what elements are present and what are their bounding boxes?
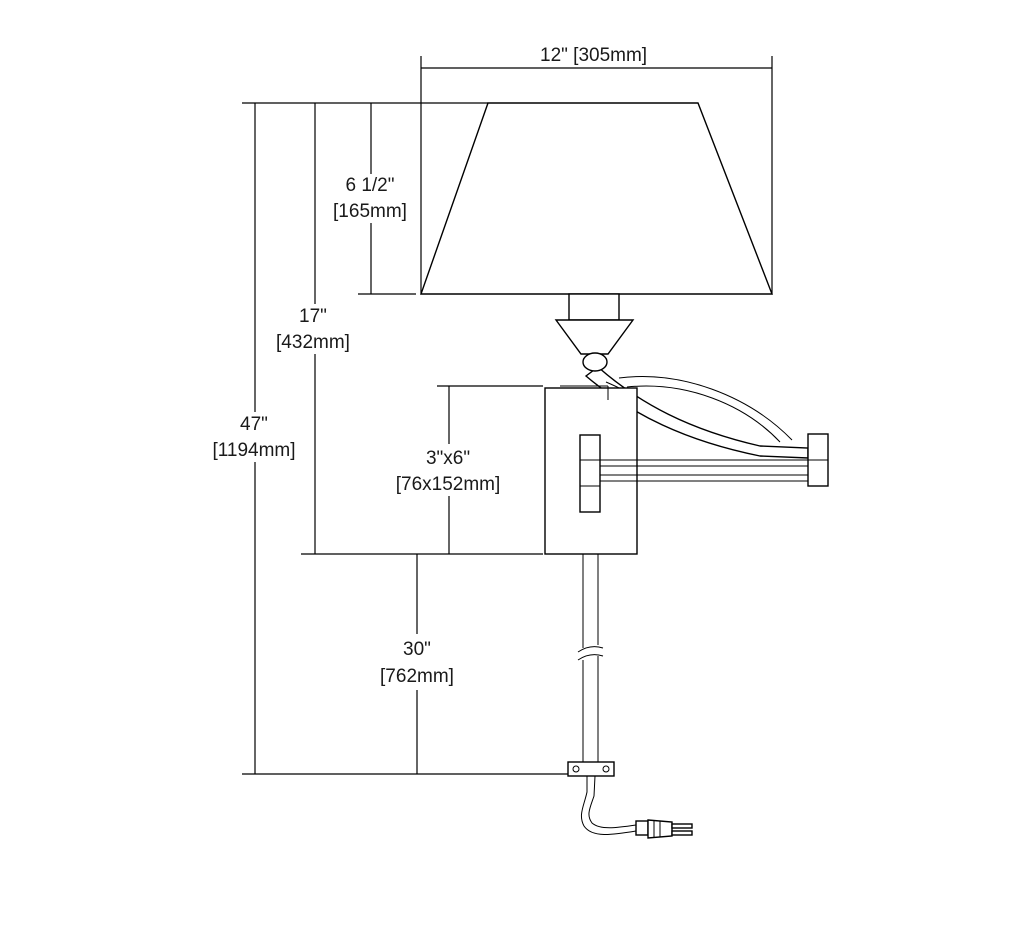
backplate-to-floor-imperial: 30" bbox=[403, 639, 431, 660]
clip-screw-left bbox=[572, 765, 580, 773]
plug-strain-relief bbox=[635, 820, 649, 836]
dimension-lines bbox=[242, 56, 773, 775]
backplate-size-metric: [76x152mm] bbox=[396, 474, 501, 495]
top-to-backplate-imperial: 17" bbox=[299, 306, 327, 327]
cord-break-mark-1 bbox=[577, 646, 604, 653]
socket-knuckle bbox=[582, 352, 608, 372]
plug-prong-1 bbox=[671, 823, 693, 829]
top-to-backplate-metric: [432mm] bbox=[276, 332, 350, 353]
overall-height-imperial: 47" bbox=[240, 414, 268, 435]
dimension-labels: 12" [305mm] 6 1/2" [165mm] 17" [432mm] 4… bbox=[212, 45, 647, 687]
lamp-socket bbox=[568, 293, 620, 321]
cord-floor-clip bbox=[567, 761, 615, 777]
lamp-shade bbox=[420, 102, 774, 295]
plug-prong-2 bbox=[671, 830, 693, 836]
swing-arm-outer-curve bbox=[618, 376, 793, 441]
lamp-drawing bbox=[420, 102, 829, 839]
backplate-to-floor-metric: [762mm] bbox=[380, 666, 454, 687]
overall-height-metric: [1194mm] bbox=[212, 440, 295, 461]
power-cord-outer bbox=[581, 776, 637, 835]
shade-height-metric: [165mm] bbox=[333, 201, 407, 222]
power-cord-inner bbox=[588, 775, 637, 829]
cord-break-mark-2 bbox=[577, 654, 604, 661]
shade-width-label: 12" [305mm] bbox=[540, 45, 647, 66]
shade-height-imperial: 6 1/2" bbox=[345, 175, 394, 196]
backplate-size-imperial: 3"x6" bbox=[426, 448, 470, 469]
clip-screw-right bbox=[602, 765, 610, 773]
socket-cup bbox=[554, 319, 635, 355]
arm-swivel-block bbox=[579, 434, 601, 513]
swing-arm-inner-curve bbox=[626, 385, 781, 443]
